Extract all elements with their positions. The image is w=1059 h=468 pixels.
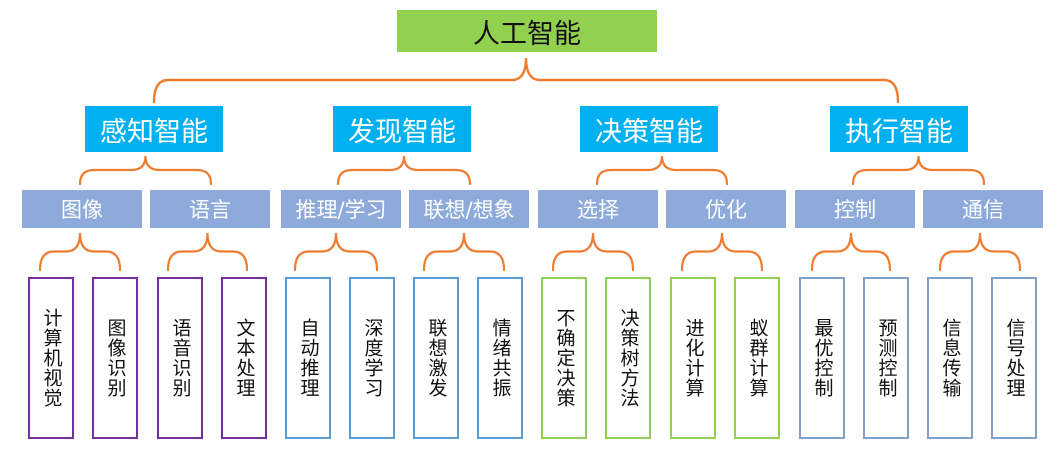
- brace-sub-7: [810, 232, 892, 272]
- category-decision: 决策智能: [580, 106, 718, 152]
- brace-sub-4: [422, 232, 506, 272]
- leaf-image-recognition: 图像识别: [92, 277, 138, 439]
- leaf-optimal-control: 最优控制: [799, 277, 845, 439]
- leaf-decision-tree: 决策树方法: [605, 277, 651, 439]
- leaf-ant-colony-computing: 蚁群计算: [734, 277, 780, 439]
- leaf-deep-learning: 深度学习: [349, 277, 395, 439]
- leaf-predictive-control: 预测控制: [863, 277, 909, 439]
- sub-control: 控制: [795, 190, 915, 228]
- category-execution: 执行智能: [830, 106, 968, 152]
- leaf-speech-recognition: 语音识别: [157, 277, 203, 439]
- brace-category-2: [336, 155, 472, 186]
- leaf-signal-processing: 信号处理: [991, 277, 1037, 439]
- category-discovery: 发现智能: [333, 106, 471, 152]
- brace-sub-3: [293, 232, 379, 272]
- sub-selection: 选择: [538, 190, 658, 228]
- leaf-computer-vision: 计算机视觉: [28, 277, 74, 439]
- leaf-information-transmission: 信息传输: [927, 277, 973, 439]
- leaf-association-stimulation: 联想激发: [413, 277, 459, 439]
- category-perception: 感知智能: [85, 106, 223, 152]
- leaf-text-processing: 文本处理: [221, 277, 267, 439]
- brace-category-1: [78, 155, 213, 186]
- brace-root: [152, 57, 900, 104]
- sub-association-imagination: 联想/想象: [409, 190, 529, 228]
- brace-category-4: [851, 155, 986, 186]
- root-node: 人工智能: [397, 10, 657, 52]
- sub-optimization: 优化: [666, 190, 786, 228]
- sub-communication: 通信: [923, 190, 1043, 228]
- leaf-automated-reasoning: 自动推理: [285, 277, 331, 439]
- brace-sub-8: [938, 232, 1022, 272]
- leaf-evolutionary-computing: 进化计算: [670, 277, 716, 439]
- brace-sub-6: [680, 232, 764, 272]
- sub-reasoning-learning: 推理/学习: [281, 190, 401, 228]
- leaf-emotional-resonance: 情绪共振: [477, 277, 523, 439]
- brace-sub-1: [38, 232, 122, 272]
- sub-image: 图像: [22, 190, 142, 228]
- brace-category-3: [595, 155, 729, 186]
- brace-sub-2: [166, 232, 249, 272]
- sub-language: 语言: [150, 190, 270, 228]
- leaf-uncertain-decision: 不确定决策: [541, 277, 587, 439]
- brace-sub-5: [551, 232, 635, 272]
